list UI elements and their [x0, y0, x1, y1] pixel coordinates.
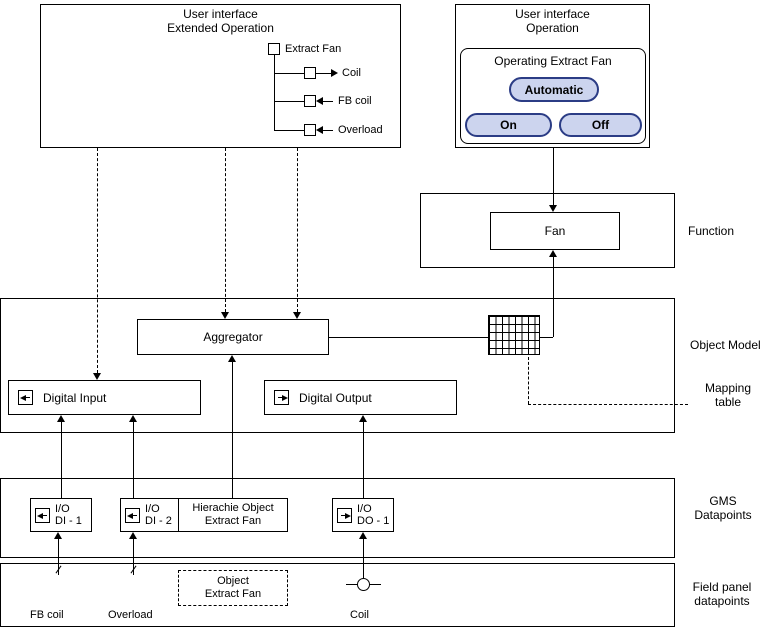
tree-branch-line [274, 101, 304, 102]
fb-coil-node-icon [304, 95, 316, 107]
arrowhead-coil-to-do1 [359, 532, 367, 539]
connector-fbcoil-to-di1 [58, 539, 59, 575]
connector-aggregator-to-mapping [329, 337, 488, 338]
automatic-button[interactable]: Automatic [509, 77, 599, 102]
connector-operation-to-fan [553, 148, 554, 205]
arrowhead-extendedui-to-aggregator-1 [221, 312, 229, 319]
connector-hierarchy-to-aggregator [232, 362, 233, 498]
operation-window: User interface Operation Operating Extra… [455, 4, 650, 148]
connector-mapping-grid-to-label-horizontal [528, 404, 688, 405]
tree-branch-line [274, 130, 304, 131]
aggregator-box: Aggregator [137, 319, 329, 355]
operation-ui-title-line2: Operation [526, 21, 579, 35]
fan-box: Fan [490, 212, 620, 250]
arrowhead-extendedui-to-digital-input [93, 373, 101, 380]
connector-extendedui-to-digital-input [97, 148, 98, 373]
digital-input-icon [18, 390, 33, 405]
aggregator-label: Aggregator [203, 330, 263, 344]
operating-panel-title: Operating Extract Fan [494, 54, 612, 68]
off-button[interactable]: Off [559, 113, 642, 137]
arrowhead-fbcoil-to-di1 [54, 532, 62, 539]
overload-arrow-line [323, 130, 333, 131]
overload-node-icon [304, 124, 316, 136]
extended-operation-window: User interface Extended Operation Extrac… [40, 4, 401, 148]
overload-node-label[interactable]: Overload [338, 124, 383, 136]
arrowhead-di1-to-digital-input [57, 415, 65, 422]
connector-mapping-to-fan-horizontal [540, 337, 553, 338]
fb-coil-arrow-left-icon [316, 97, 323, 105]
coil-field-label: Coil [350, 609, 369, 621]
digital-input-box: Digital Input [8, 380, 201, 415]
fan-label: Fan [544, 224, 566, 238]
connector-mapping-to-fan-vertical [553, 257, 554, 337]
arrowhead-objectmodel-to-fan [549, 250, 557, 257]
function-label: Function [688, 224, 735, 238]
extended-ui-title-line2: Extended Operation [167, 21, 274, 35]
arrowhead-do1-to-digital-output [359, 415, 367, 422]
tree-branch-line [274, 73, 304, 74]
connector-di2-to-digital-input [133, 422, 134, 498]
arrowhead-overload-to-di2 [129, 532, 137, 539]
connector-do1-to-digital-output [363, 422, 364, 498]
di2-icon [125, 507, 140, 523]
connector-mapping-grid-to-label-vertical [528, 357, 529, 404]
extract-fan-node-icon [268, 43, 280, 55]
coil-node-label[interactable]: Coil [342, 67, 361, 79]
overload-field-label: Overload [108, 609, 153, 621]
fb-coil-arrow-line [323, 101, 333, 102]
arrowhead-di2-to-digital-input [129, 415, 137, 422]
field-panel-label: Field panel datapoints [692, 580, 752, 608]
connector-extendedui-to-aggregator-2 [297, 148, 298, 312]
operating-extract-fan-panel: Operating Extract Fan Automatic On Off [460, 48, 646, 144]
fb-coil-field-label: FB coil [30, 609, 64, 621]
on-button[interactable]: On [465, 113, 552, 137]
digital-output-label: Digital Output [299, 390, 372, 405]
overload-arrow-left-icon [316, 126, 323, 134]
arrowhead-hierarchy-to-aggregator [228, 355, 236, 362]
di1-icon [35, 507, 50, 523]
mapping-table-grid-icon [488, 315, 540, 355]
coil-symbol-icon [357, 578, 370, 591]
object-model-label: Object Model [690, 338, 761, 352]
arrowhead-operation-to-fan [549, 205, 557, 212]
gms-datapoints-label: GMS Datapoints [694, 494, 752, 522]
connector-di1-to-digital-input [61, 422, 62, 498]
mapping-table-label: Mapping table [704, 381, 752, 409]
extended-ui-title-line1: User interface [183, 7, 258, 21]
fb-coil-node-label[interactable]: FB coil [338, 95, 372, 107]
connector-coil-to-do1 [363, 539, 364, 578]
coil-arrow-right-icon [331, 69, 338, 77]
do1-icon [337, 507, 352, 523]
coil-arrow-line [316, 73, 331, 74]
digital-output-box: Digital Output [264, 380, 457, 415]
tree-trunk-line [274, 55, 275, 130]
arrowhead-extendedui-to-aggregator-2 [293, 312, 301, 319]
extract-fan-node-label[interactable]: Extract Fan [285, 43, 342, 55]
connector-extendedui-to-aggregator-1 [225, 148, 226, 312]
coil-node-icon [304, 67, 316, 79]
field-panel-band [0, 563, 675, 627]
digital-input-label: Digital Input [43, 390, 107, 405]
operation-ui-title-line1: User interface [515, 7, 590, 21]
connector-overload-to-di2 [133, 539, 134, 575]
digital-output-icon [274, 390, 289, 405]
